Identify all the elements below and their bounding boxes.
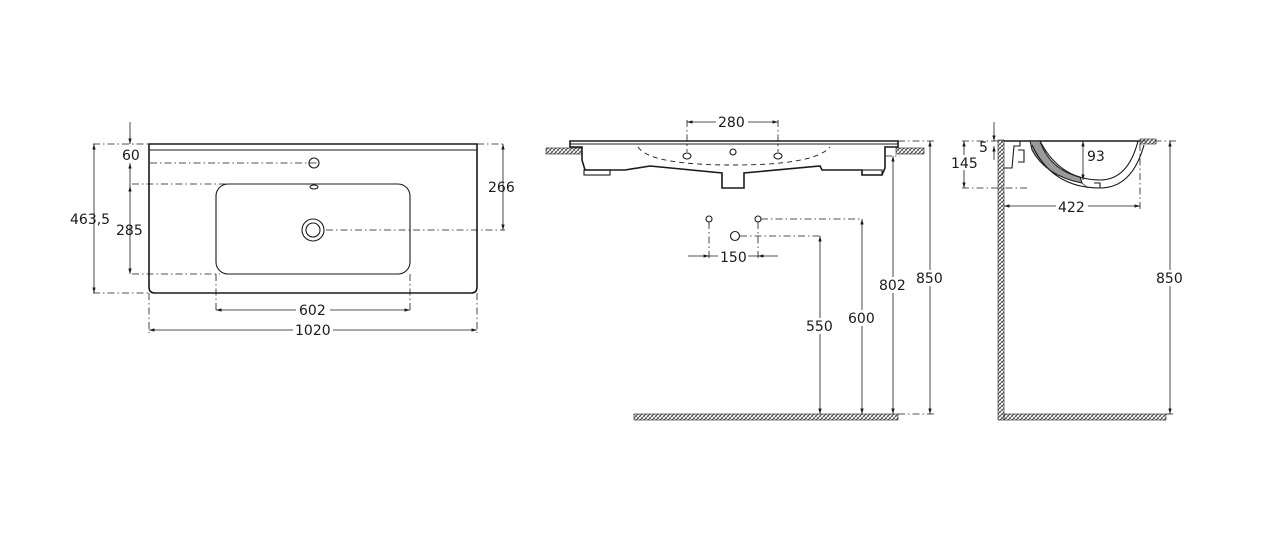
waste-outlet-icon: [729, 230, 741, 242]
left-tap-hole-icon: [682, 152, 692, 160]
dim-offset-top: 60: [122, 148, 140, 164]
dim-height-600: 600: [848, 311, 875, 327]
overflow-icon: [309, 184, 319, 190]
dim-drain-offset: 266: [488, 180, 515, 196]
right-tap-hole-icon: [773, 152, 783, 160]
front-view: 280 150 550 600 802 850: [545, 114, 945, 421]
front-basin-body: [569, 140, 899, 189]
dim-width-total: 1020: [295, 323, 331, 339]
bowl-outline: [215, 183, 411, 275]
bowl-section: [1029, 140, 1083, 184]
dim-tap-spacing: 280: [718, 115, 745, 131]
top-view: 60 463,5 285 266 602 1020: [70, 122, 515, 339]
dim-depth-145: 145: [951, 156, 978, 172]
side-floor-hatch: [1003, 413, 1167, 421]
dim-inlet-spacing: 150: [720, 250, 747, 266]
wall-bracket: [1004, 140, 1021, 169]
dim-bowl-depth: 285: [116, 223, 143, 239]
dim-bowl-width: 602: [299, 303, 326, 319]
dim-height-850-side: 850: [1156, 271, 1183, 287]
dim-bowl-93: 93: [1087, 149, 1105, 165]
dim-height-550: 550: [806, 319, 833, 335]
left-inlet-icon: [705, 215, 713, 223]
dim-height-802: 802: [879, 278, 906, 294]
basin-outline: [148, 143, 478, 294]
wall-hatch-left: [545, 147, 583, 155]
dim-depth-total: 463,5: [70, 212, 110, 228]
drain-inner-icon: [305, 222, 321, 238]
center-hole-icon: [729, 148, 737, 156]
right-inlet-icon: [754, 215, 762, 223]
bowl-hidden-line: [637, 146, 831, 166]
side-view: 5 145 93 422 850: [950, 122, 1185, 421]
drain-outer-icon: [301, 218, 325, 242]
dim-height-850-front: 850: [916, 271, 943, 287]
floor-hatch: [633, 413, 899, 421]
wall-hatch-right: [895, 147, 925, 155]
tap-hole-icon: [308, 157, 320, 169]
dim-rim-5: 5: [979, 140, 988, 156]
dim-projection-422: 422: [1058, 200, 1085, 216]
side-wall-hatch: [997, 139, 1005, 421]
